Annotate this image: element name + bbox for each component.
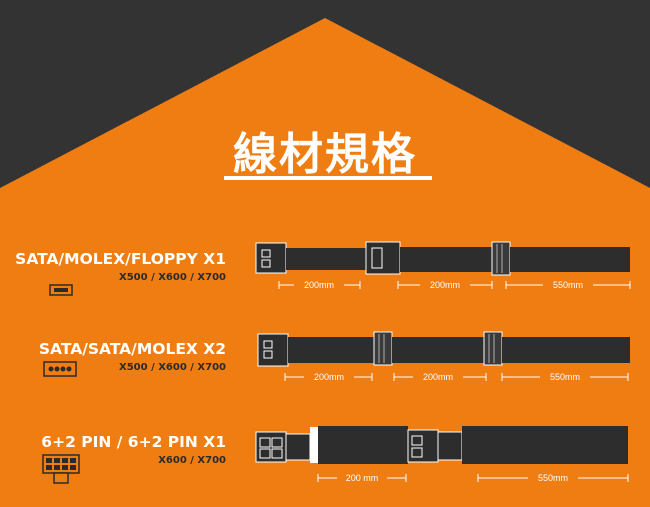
floppy-connector-icon bbox=[49, 284, 73, 296]
pcie-8pin-connector-icon bbox=[42, 454, 80, 484]
title-underline bbox=[224, 176, 432, 180]
row-1-models: X500 / X600 / X700 bbox=[119, 272, 226, 283]
row-3-label: 6+2 PIN / 6+2 PIN X1 bbox=[41, 433, 226, 451]
row-2-label: SATA/SATA/MOLEX X2 bbox=[38, 340, 226, 358]
row-2-models: X500 / X600 / X700 bbox=[119, 362, 226, 373]
row-1-dim-1: 200mm bbox=[294, 280, 344, 290]
row-2-dim-1: 200mm bbox=[304, 372, 354, 382]
page-title: 線材規格 bbox=[233, 129, 417, 180]
row-3-dim-1: 200 mm bbox=[337, 473, 387, 483]
row-1-dim-2: 200mm bbox=[420, 280, 470, 290]
row-1-dim-3: 550mm bbox=[543, 280, 593, 290]
row-2-dim-3: 550mm bbox=[540, 372, 590, 382]
row-2-dim-2: 200mm bbox=[413, 372, 463, 382]
row-1-label: SATA/MOLEX/FLOPPY X1 bbox=[15, 250, 226, 268]
cable-diagram-row-3 bbox=[255, 426, 629, 482]
molex-connector-icon bbox=[43, 361, 77, 377]
row-3-dim-2: 550mm bbox=[528, 473, 578, 483]
row-3-models: X600 / X700 bbox=[158, 455, 226, 466]
dark-roof-shape bbox=[0, 0, 650, 188]
cable-diagram-row-1 bbox=[255, 241, 631, 289]
cable-diagram-row-2 bbox=[257, 331, 630, 381]
